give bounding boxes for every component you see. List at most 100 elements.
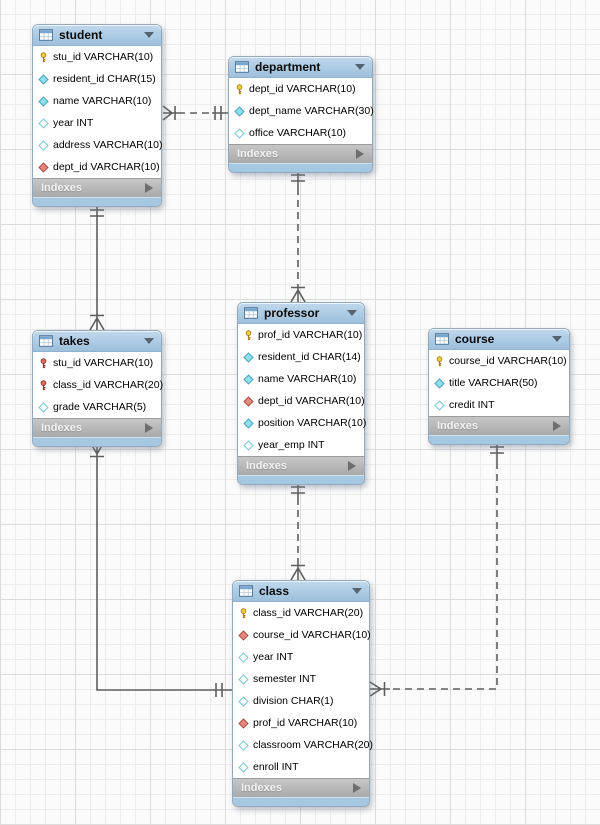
notnull-attribute-icon	[234, 106, 245, 117]
column-row[interactable]: division CHAR(1)	[233, 690, 369, 712]
column-label: resident_id CHAR(15)	[53, 73, 156, 85]
column-row[interactable]: semester INT	[233, 668, 369, 690]
primary-key-icon	[238, 608, 249, 619]
column-row[interactable]: position VARCHAR(10)	[238, 412, 367, 434]
column-row[interactable]: credit INT	[429, 394, 569, 416]
notnull-attribute-icon	[243, 374, 254, 385]
expand-arrow-icon[interactable]	[145, 183, 153, 193]
table-department[interactable]: department dept_id VARCHAR(10) dept_name…	[228, 56, 374, 173]
column-label: name VARCHAR(10)	[53, 95, 152, 107]
column-row[interactable]: resident_id CHAR(15)	[33, 68, 161, 90]
table-icon	[244, 307, 258, 319]
column-label: prof_id VARCHAR(10)	[253, 717, 358, 729]
column-row[interactable]: prof_id VARCHAR(10)	[233, 712, 369, 734]
column-label: year INT	[253, 651, 294, 663]
column-label: dept_id VARCHAR(10)	[249, 83, 356, 95]
foreign-key-attribute-icon	[238, 718, 249, 729]
column-label: semester INT	[253, 673, 317, 685]
column-row[interactable]: grade VARCHAR(5)	[33, 396, 161, 418]
collapse-arrow-icon[interactable]	[355, 64, 365, 70]
collapse-arrow-icon[interactable]	[552, 336, 562, 342]
nullable-attribute-icon	[243, 440, 254, 451]
column-row[interactable]: year_emp INT	[238, 434, 364, 456]
column-row[interactable]: year INT	[233, 646, 369, 668]
column-row[interactable]: prof_id VARCHAR(10)	[238, 324, 364, 346]
column-row[interactable]: dept_id VARCHAR(10)	[33, 156, 161, 178]
column-label: position VARCHAR(10)	[258, 417, 367, 429]
nullable-attribute-icon	[234, 128, 245, 139]
relationship-takes-class[interactable]	[89, 441, 232, 697]
table-bottom-bar	[229, 163, 372, 172]
relationship-professor-department[interactable]	[290, 168, 306, 303]
column-label: credit INT	[449, 399, 495, 411]
column-row[interactable]: year INT	[33, 112, 161, 134]
nullable-attribute-icon	[38, 140, 49, 151]
notnull-attribute-icon	[243, 352, 254, 363]
indexes-bar[interactable]: Indexes	[229, 144, 372, 163]
column-row[interactable]: class_id VARCHAR(20)	[233, 602, 369, 624]
table-header[interactable]: takes	[33, 331, 161, 352]
table-header[interactable]: course	[429, 329, 569, 350]
collapse-arrow-icon[interactable]	[347, 310, 357, 316]
table-professor[interactable]: professor prof_id VARCHAR(10) resident_i…	[237, 302, 367, 485]
column-row[interactable]: address VARCHAR(10)	[33, 134, 163, 156]
table-header[interactable]: student	[33, 25, 161, 46]
column-row[interactable]: name VARCHAR(10)	[33, 90, 161, 112]
column-row[interactable]: dept_name VARCHAR(30)	[229, 100, 374, 122]
expand-arrow-icon[interactable]	[353, 783, 361, 793]
column-row[interactable]: class_id VARCHAR(20)	[33, 374, 164, 396]
expand-arrow-icon[interactable]	[356, 149, 364, 159]
table-icon	[39, 29, 53, 41]
nullable-attribute-icon	[238, 674, 249, 685]
column-label: course_id VARCHAR(10)	[449, 355, 567, 367]
nullable-attribute-icon	[238, 740, 249, 751]
collapse-arrow-icon[interactable]	[144, 32, 154, 38]
table-header[interactable]: department	[229, 57, 372, 78]
collapse-arrow-icon[interactable]	[144, 338, 154, 344]
indexes-label: Indexes	[246, 460, 287, 472]
column-row[interactable]: stu_id VARCHAR(10)	[33, 352, 161, 374]
expand-arrow-icon[interactable]	[553, 421, 561, 431]
column-label: class_id VARCHAR(20)	[53, 379, 164, 391]
indexes-bar[interactable]: Indexes	[238, 456, 364, 475]
column-label: dept_id VARCHAR(10)	[258, 395, 365, 407]
column-row[interactable]: dept_id VARCHAR(10)	[229, 78, 372, 100]
foreign-key-attribute-icon	[243, 396, 254, 407]
primary-key-icon	[38, 52, 49, 63]
collapse-arrow-icon[interactable]	[352, 588, 362, 594]
relationship-takes-student[interactable]	[89, 202, 105, 331]
table-header[interactable]: class	[233, 581, 369, 602]
expand-arrow-icon[interactable]	[348, 461, 356, 471]
column-row[interactable]: resident_id CHAR(14)	[238, 346, 364, 368]
table-title: class	[259, 584, 290, 598]
column-row[interactable]: enroll INT	[233, 756, 369, 778]
column-label: stu_id VARCHAR(10)	[53, 51, 154, 63]
table-class[interactable]: class class_id VARCHAR(20) course_id VAR…	[232, 580, 373, 807]
table-title: department	[255, 60, 321, 74]
relationship-student-department[interactable]	[162, 105, 228, 121]
column-row[interactable]: dept_id VARCHAR(10)	[238, 390, 365, 412]
column-label: stu_id VARCHAR(10)	[53, 357, 154, 369]
indexes-bar[interactable]: Indexes	[233, 778, 369, 797]
column-row[interactable]: office VARCHAR(10)	[229, 122, 372, 144]
table-student[interactable]: student stu_id VARCHAR(10) resident_id C…	[32, 24, 163, 207]
indexes-bar[interactable]: Indexes	[33, 418, 161, 437]
column-row[interactable]: name VARCHAR(10)	[238, 368, 364, 390]
table-bottom-bar	[429, 435, 569, 444]
table-title: course	[455, 332, 495, 346]
column-label: course_id VARCHAR(10)	[253, 629, 371, 641]
table-takes[interactable]: takes stu_id VARCHAR(10) class_id VARCHA…	[32, 330, 164, 447]
column-row[interactable]: course_id VARCHAR(10)	[233, 624, 371, 646]
column-row[interactable]: stu_id VARCHAR(10)	[33, 46, 161, 68]
table-header[interactable]: professor	[238, 303, 364, 324]
indexes-bar[interactable]: Indexes	[429, 416, 569, 435]
relationship-class-professor[interactable]	[290, 480, 306, 581]
relationship-class-course[interactable]	[369, 440, 504, 697]
column-row[interactable]: title VARCHAR(50)	[429, 372, 569, 394]
column-row[interactable]: classroom VARCHAR(20)	[233, 734, 373, 756]
indexes-bar[interactable]: Indexes	[33, 178, 161, 197]
expand-arrow-icon[interactable]	[145, 423, 153, 433]
table-course[interactable]: course course_id VARCHAR(10) title VARCH…	[428, 328, 570, 445]
column-row[interactable]: course_id VARCHAR(10)	[429, 350, 569, 372]
